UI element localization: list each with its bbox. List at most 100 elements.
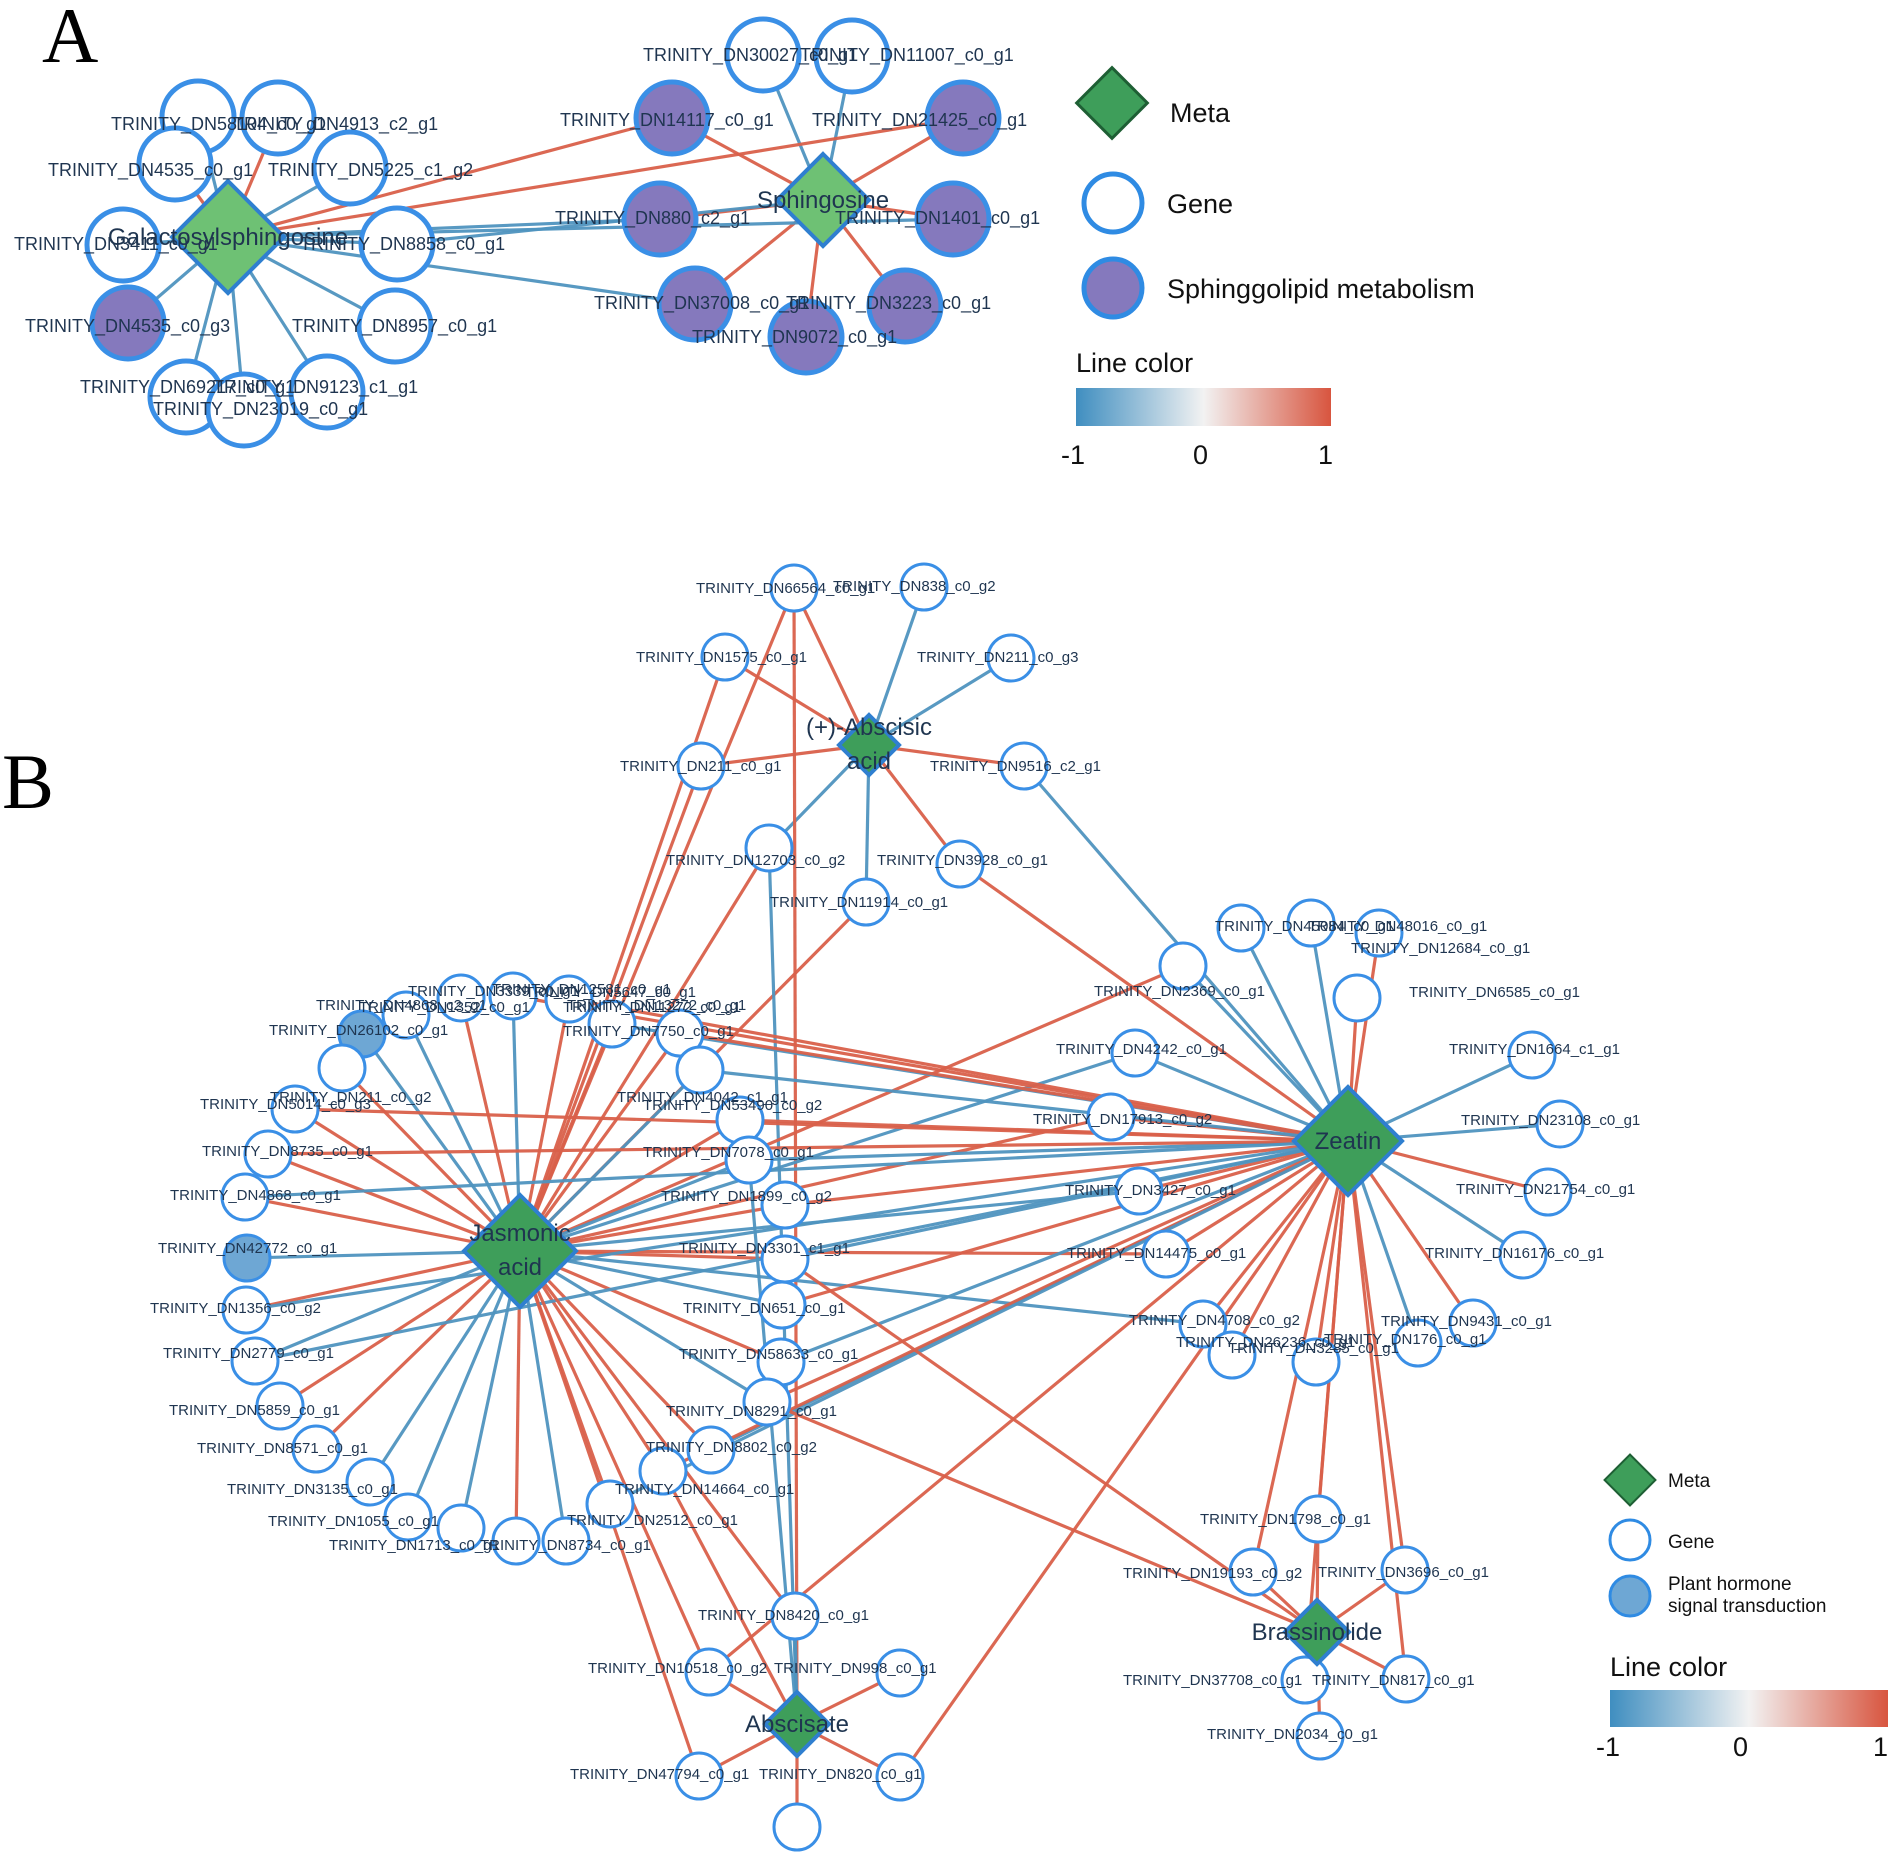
edge xyxy=(518,1068,702,1253)
edge xyxy=(679,1031,1349,1143)
edge xyxy=(360,1033,522,1252)
gene-node xyxy=(1141,1229,1191,1279)
gene-node xyxy=(1498,1230,1548,1280)
gene-node xyxy=(136,125,214,203)
gene-node xyxy=(230,1336,280,1386)
gene-node xyxy=(345,1457,395,1507)
gene-node xyxy=(899,562,949,612)
gene-label: TRINITY_DN820_c0_g1 xyxy=(759,1766,922,1783)
gene-label: TRINITY_DN8291_c0_g1 xyxy=(666,1403,837,1420)
gene-node xyxy=(1086,1092,1136,1142)
gene-label: TRINITY_DN3339_c0_g1 xyxy=(408,983,579,1000)
legend-b-line-color-title: Line color xyxy=(1610,1652,1727,1682)
gene-label: TRINITY_DN1401_c0_g1 xyxy=(835,208,1040,229)
gene-node xyxy=(491,1516,541,1566)
metabolite-node-zeatin xyxy=(1291,1084,1405,1198)
gene-node xyxy=(1523,1167,1573,1217)
legend-b-tick-zero: 0 xyxy=(1733,1732,1748,1762)
legend-gene-circle xyxy=(1081,171,1145,235)
legend-a: Meta Gene Sphinggolipid metabolism Line … xyxy=(1061,65,1475,470)
gene-label: TRINITY_DN11914_c0_g1 xyxy=(770,894,948,911)
gene-node xyxy=(633,79,711,157)
edge xyxy=(959,862,1349,1143)
gene-node xyxy=(875,1648,925,1698)
edge xyxy=(518,1249,713,1452)
edge xyxy=(868,656,1012,747)
metabolite-node-abscisic-acid xyxy=(836,712,902,778)
panel-label-a: A xyxy=(42,0,98,79)
edge xyxy=(1346,1140,1407,1571)
gene-label: TRINITY_DN48016_c0_g1 xyxy=(1308,918,1487,935)
gene-node xyxy=(358,205,436,283)
gene-label: TRINITY_DN3427_c0_g1 xyxy=(1065,1182,1236,1199)
gene-node xyxy=(587,999,637,1049)
gene-node xyxy=(383,1492,433,1542)
metabolite-label: Brassinolide xyxy=(1252,1619,1383,1646)
gene-node xyxy=(724,1135,774,1185)
gene-label: TRINITY_DN8735_c0_g1 xyxy=(202,1143,373,1160)
gene-label: TRINITY_DN42772_c0_g1 xyxy=(158,1240,337,1257)
edge xyxy=(766,1400,1318,1634)
gene-label: TRINITY_DN3135_c0_g1 xyxy=(227,1481,398,1498)
gene-node xyxy=(841,877,891,927)
gene-node xyxy=(621,180,699,258)
gene-label: TRINITY_DN3285_c0_g1 xyxy=(1228,1340,1399,1357)
gene-label: TRINITY_DN37708_c0_g1 xyxy=(1123,1672,1302,1689)
legend-b-gene-label: Gene xyxy=(1668,1532,1714,1553)
gene-node xyxy=(1354,908,1404,958)
gene-label: TRINITY_DN47794_c0_g1 xyxy=(570,1766,749,1783)
gene-node xyxy=(760,1180,810,1230)
gene-node xyxy=(769,563,819,613)
gene-label: TRINITY_DN8734_c0_g1 xyxy=(480,1537,651,1554)
gene-node xyxy=(1293,1494,1343,1544)
edge xyxy=(518,847,771,1252)
gene-label: TRINITY_DN4242_c0_g1 xyxy=(1056,1041,1227,1058)
gene-node xyxy=(1332,973,1382,1023)
gene-node xyxy=(1280,1655,1330,1705)
panel-label-b: B xyxy=(2,738,54,825)
gene-node xyxy=(700,632,750,682)
gene-label: TRINITY_DN10518_c0_g2 xyxy=(588,1660,767,1677)
gene-label: TRINITY_DN8957_c0_g1 xyxy=(292,316,497,337)
gene-node xyxy=(1286,898,1336,948)
gene-label: TRINITY_DN23108_c0_g1 xyxy=(1461,1112,1640,1129)
gene-label: TRINITY_DN2369_c0_g1 xyxy=(1094,983,1265,1000)
legend-b-color-bar xyxy=(1610,1690,1888,1727)
gene-node xyxy=(686,1425,736,1475)
gene-label: TRINITY_DN2034_c0_g1 xyxy=(1207,1726,1378,1743)
gene-node xyxy=(772,1802,822,1852)
edge xyxy=(699,1068,1349,1143)
gene-node xyxy=(356,287,434,365)
gene-label: TRINITY_DN21754_c0_g1 xyxy=(1456,1181,1635,1198)
gene-node xyxy=(1228,1547,1278,1597)
edge xyxy=(707,1139,1350,1674)
gene-node xyxy=(935,839,985,889)
edge xyxy=(724,655,870,747)
legend-b-pathway-line2: signal transduction xyxy=(1668,1596,1826,1617)
gene-node xyxy=(255,1381,305,1431)
legend-b-pathway-circle xyxy=(1608,1574,1652,1618)
nodes-panel-b: TRINITY_DN66564_c0_g1TRINITY_DN838_c0_g2… xyxy=(150,562,1640,1852)
gene-label: TRINITY_DN58104_c0_g1 xyxy=(111,114,326,135)
metabolite-label: Abscisate xyxy=(745,1711,849,1738)
gene-node xyxy=(676,741,726,791)
gene-node xyxy=(270,1084,320,1134)
gene-label: TRINITY_DN9072_c0_g1 xyxy=(692,327,897,348)
gene-label: TRINITY_DN1356_c0_g2 xyxy=(150,1300,321,1317)
metabolite-node-jasmonic-acid xyxy=(461,1192,579,1310)
gene-label: TRINITY_DN1713_c0_g1 xyxy=(329,1537,500,1554)
gene-label: TRINITY_DN45084_c0_g1 xyxy=(1215,918,1394,935)
edge xyxy=(406,1250,522,1518)
edge xyxy=(780,1139,1349,1364)
gene-node xyxy=(544,974,594,1024)
gene-label: TRINITY_DN9516_c2_g1 xyxy=(930,758,1101,775)
edge xyxy=(368,1250,522,1483)
gene-label: TRINITY_DN12703_c0_g2 xyxy=(666,852,845,869)
gene-label: TRINITY_DN8802_c0_g2 xyxy=(646,1439,817,1456)
legend-b-tick-neg: -1 xyxy=(1596,1732,1620,1762)
gene-node xyxy=(1535,1099,1585,1149)
gene-label: TRINITY_DN2779_c0_g1 xyxy=(163,1345,334,1362)
gene-label: TRINITY_DN3928_c0_g1 xyxy=(877,852,1048,869)
gene-node xyxy=(311,129,389,207)
